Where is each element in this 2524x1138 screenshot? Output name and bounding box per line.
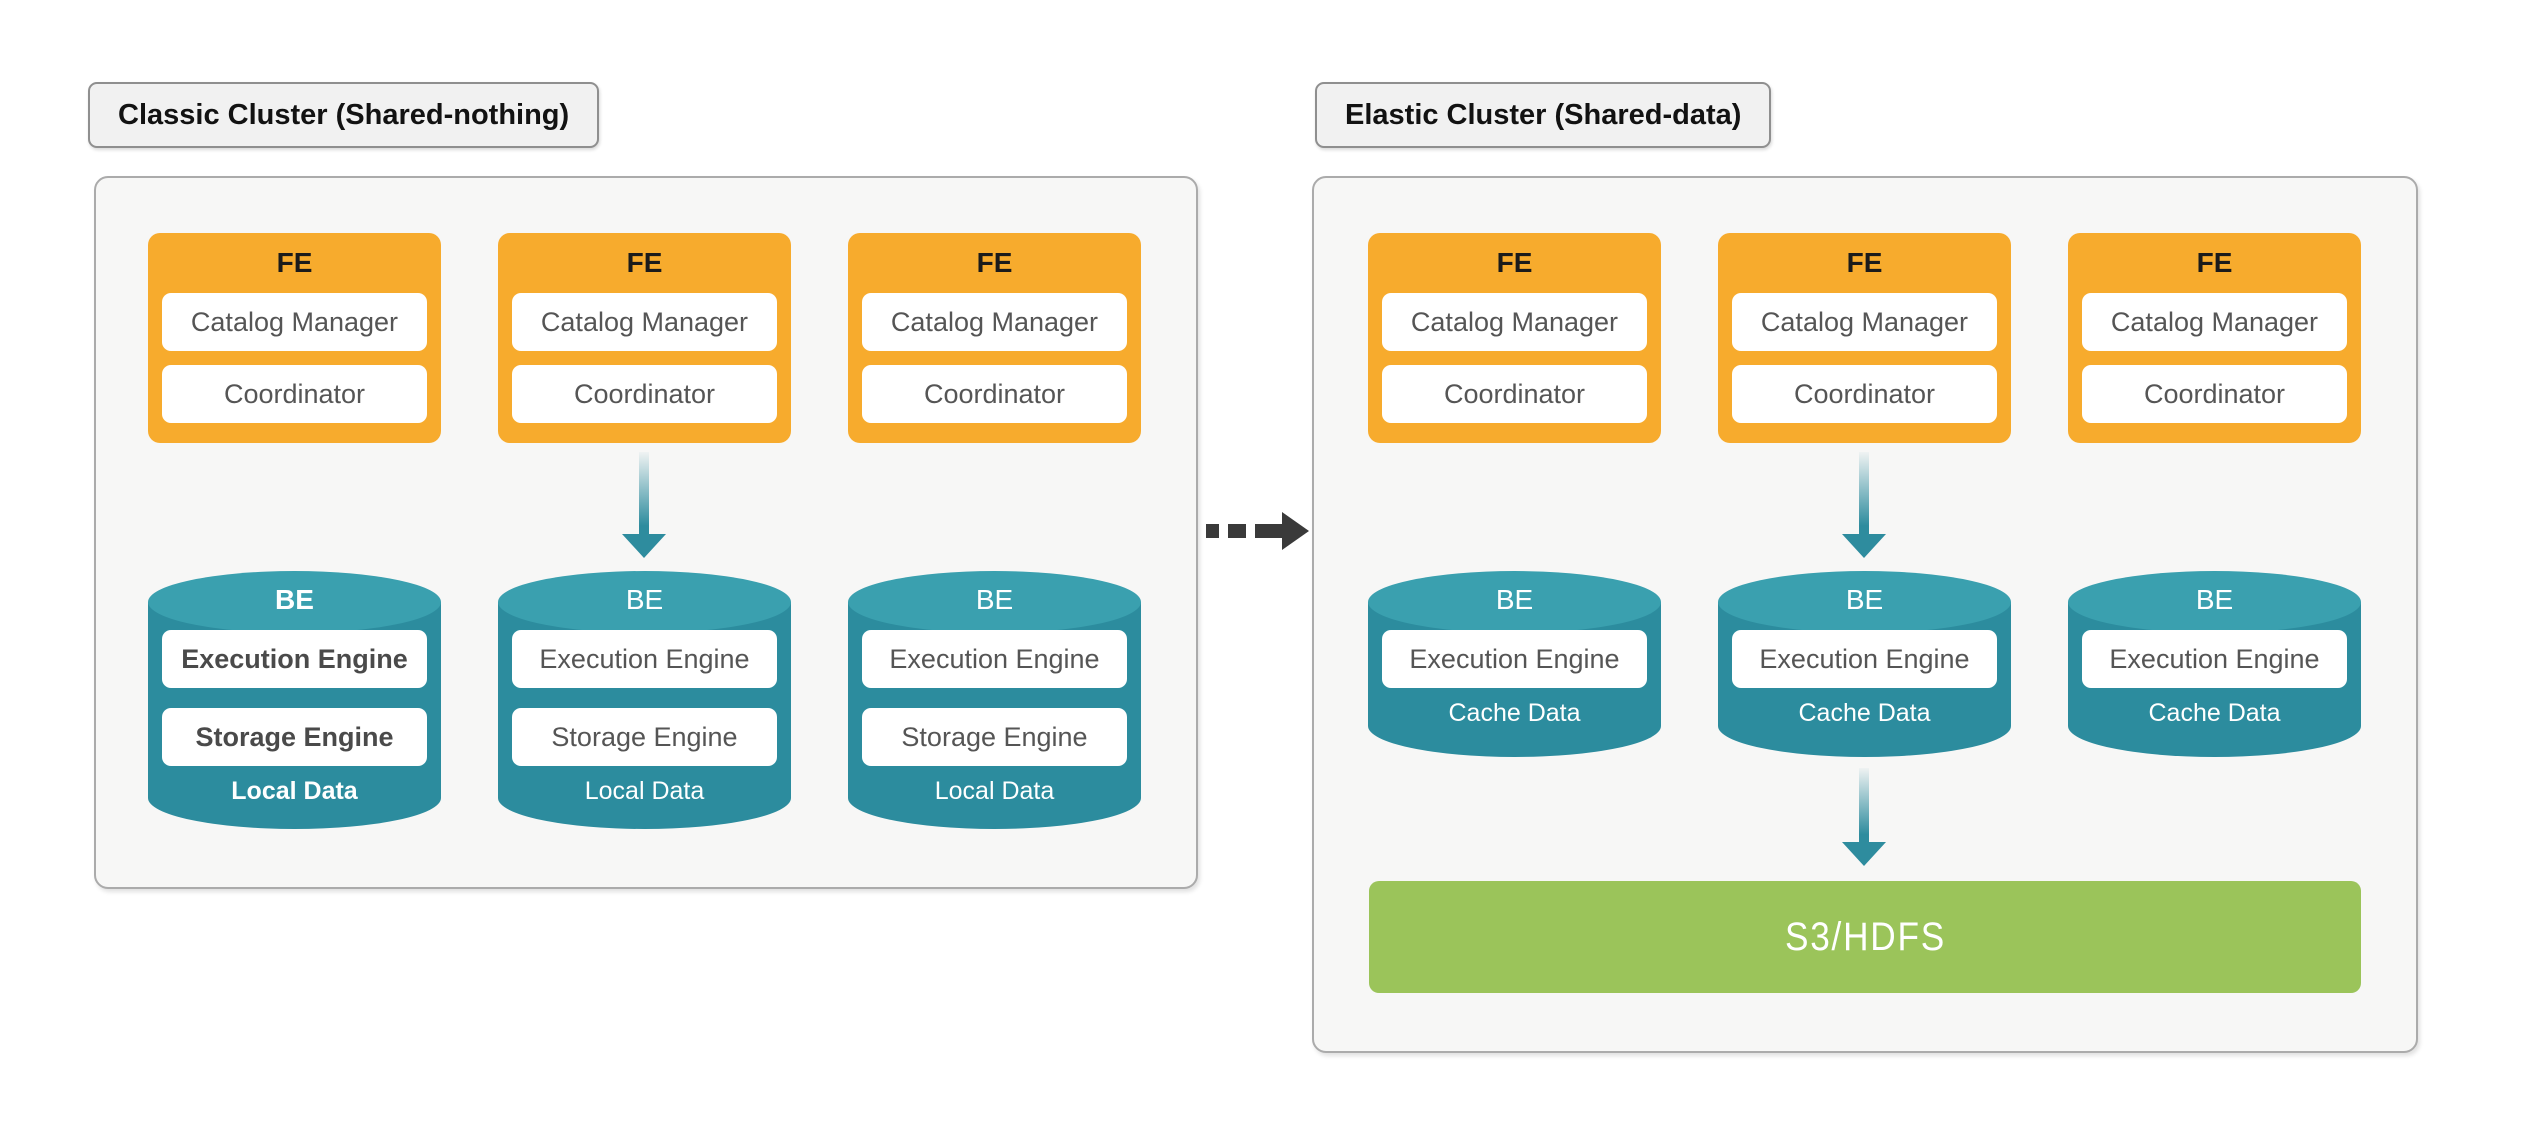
fe-node: FE Catalog Manager Coordinator — [1368, 233, 1661, 443]
classic-cluster-chip: Classic Cluster (Shared-nothing) — [88, 82, 600, 148]
catalog-manager-label: Catalog Manager — [2082, 293, 2347, 351]
elastic-be-row: BE Execution Engine Cache Data BE Execut… — [1368, 571, 2361, 757]
coordinator-label: Coordinator — [862, 365, 1127, 423]
execution-engine-label: Execution Engine — [2082, 630, 2347, 688]
fe-node: FE Catalog Manager Coordinator — [498, 233, 791, 443]
elastic-cluster-chip: Elastic Cluster (Shared-data) — [1315, 82, 1772, 148]
fe-title: FE — [1846, 247, 1883, 278]
storage-engine-label: Storage Engine — [512, 708, 777, 766]
classic-fe-row: FE Catalog Manager Coordinator FE Catalo… — [148, 233, 1141, 443]
coordinator-label: Coordinator — [1382, 365, 1647, 423]
be-node: BE Execution Engine Storage Engine Local… — [848, 571, 1141, 829]
cylinder-top — [2068, 571, 2361, 633]
cache-data-label: Cache Data — [2148, 699, 2281, 727]
fe-title: FE — [1496, 247, 1533, 278]
be-node: BE Execution Engine Cache Data — [1368, 571, 1661, 757]
be-title: BE — [275, 584, 314, 615]
coordinator-label: Coordinator — [1732, 365, 1997, 423]
fe-node: FE Catalog Manager Coordinator — [1718, 233, 2011, 443]
storage-engine-label: Storage Engine — [162, 708, 427, 766]
catalog-manager-label: Catalog Manager — [1732, 293, 1997, 351]
cylinder-top — [1368, 571, 1661, 633]
local-data-label: Local Data — [584, 777, 705, 805]
coordinator-label: Coordinator — [2082, 365, 2347, 423]
be-node: BE Execution Engine Storage Engine Local… — [498, 571, 791, 829]
fe-title: FE — [2196, 247, 2233, 278]
catalog-manager-label: Catalog Manager — [512, 293, 777, 351]
be-title: BE — [1495, 584, 1534, 615]
execution-engine-label: Execution Engine — [512, 630, 777, 688]
catalog-manager-label: Catalog Manager — [162, 293, 427, 351]
execution-engine-label: Execution Engine — [862, 630, 1127, 688]
execution-engine-label: Execution Engine — [162, 630, 427, 688]
cylinder-top — [148, 571, 441, 633]
execution-engine-label: Execution Engine — [1732, 630, 1997, 688]
be-title: BE — [2195, 584, 2234, 615]
fe-node: FE Catalog Manager Coordinator — [2068, 233, 2361, 443]
cache-data-label: Cache Data — [1798, 699, 1931, 727]
down-arrow-icon — [622, 452, 666, 558]
s3-hdfs-storage-bar: S3/HDFS — [1369, 881, 2361, 993]
storage-engine-label: Storage Engine — [862, 708, 1127, 766]
be-title: BE — [625, 584, 664, 615]
down-arrow-icon — [1842, 768, 1886, 866]
be-node: BE Execution Engine Cache Data — [1718, 571, 2011, 757]
be-node: BE Execution Engine Storage Engine Local… — [148, 571, 441, 829]
down-arrow-icon — [1842, 452, 1886, 558]
fe-title: FE — [626, 247, 663, 278]
execution-engine-label: Execution Engine — [1382, 630, 1647, 688]
catalog-manager-label: Catalog Manager — [862, 293, 1127, 351]
cache-data-label: Cache Data — [1448, 699, 1581, 727]
catalog-manager-label: Catalog Manager — [1382, 293, 1647, 351]
dashed-right-arrow-icon — [1206, 512, 1309, 550]
local-data-label: Local Data — [934, 777, 1055, 805]
be-node: BE Execution Engine Cache Data — [2068, 571, 2361, 757]
cylinder-top — [1718, 571, 2011, 633]
local-data-label: Local Data — [231, 777, 358, 805]
fe-node: FE Catalog Manager Coordinator — [148, 233, 441, 443]
be-title: BE — [975, 584, 1014, 615]
be-title: BE — [1845, 584, 1884, 615]
classic-be-row: BE Execution Engine Storage Engine Local… — [148, 571, 1141, 829]
fe-title: FE — [976, 247, 1013, 278]
cylinder-top — [498, 571, 791, 633]
coordinator-label: Coordinator — [512, 365, 777, 423]
fe-title: FE — [276, 247, 313, 278]
s3-hdfs-label: S3/HDFS — [1784, 914, 1946, 959]
coordinator-label: Coordinator — [162, 365, 427, 423]
fe-node: FE Catalog Manager Coordinator — [848, 233, 1141, 443]
cylinder-top — [848, 571, 1141, 633]
elastic-fe-row: FE Catalog Manager Coordinator FE Catalo… — [1368, 233, 2361, 443]
